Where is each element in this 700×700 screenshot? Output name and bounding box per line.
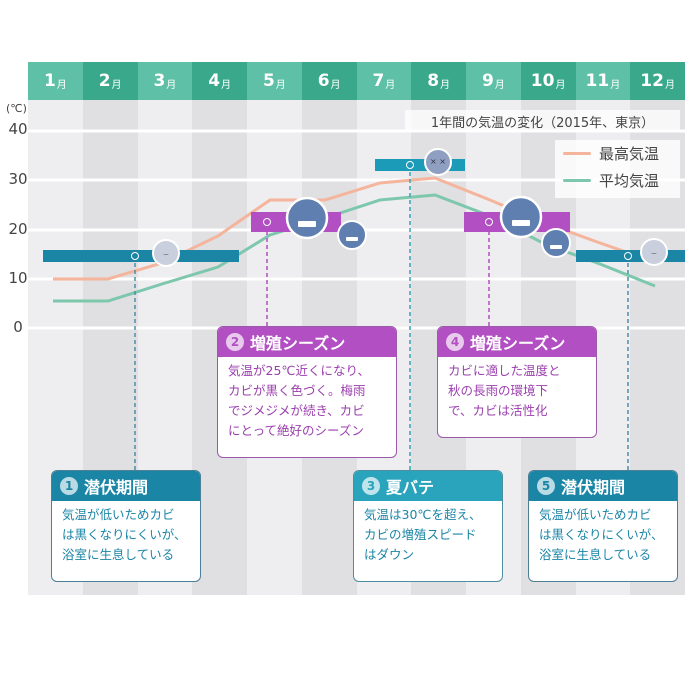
callout-growth-season-2: 2 増殖シーズン 気温が25℃近くになり、 カビが黒く色づく。梅雨 でジメジメが… xyxy=(217,326,397,458)
month-suffix: 月 xyxy=(330,79,341,91)
virus-angry-large-icon xyxy=(499,195,543,239)
month-suffix: 月 xyxy=(385,79,396,91)
callout-header: 3 夏バテ xyxy=(354,471,502,501)
month-number: 3 xyxy=(153,71,166,91)
bar-marker xyxy=(131,252,139,260)
month-suffix: 月 xyxy=(221,79,232,91)
month-suffix: 月 xyxy=(610,79,621,91)
callout-header: 1 潜伏期間 xyxy=(52,471,200,501)
month-number: 12 xyxy=(640,71,664,91)
virus-angry-large-icon xyxy=(285,196,329,240)
month-suffix: 月 xyxy=(166,79,177,91)
month-number: 6 xyxy=(317,71,330,91)
month-number: 7 xyxy=(372,71,385,91)
legend: 最高気温 平均気温 xyxy=(555,140,680,198)
callout-number: 1 xyxy=(60,477,78,495)
virus-angry-small-icon xyxy=(337,220,367,250)
legend-swatch-max xyxy=(563,152,591,155)
callout-title: 夏バテ xyxy=(386,478,435,497)
legend-item-avg: 平均気温 xyxy=(555,167,680,194)
callout-title: 増殖シーズン xyxy=(250,334,346,353)
bar-marker xyxy=(406,161,414,169)
month-number: 1 xyxy=(43,71,56,91)
month-number: 11 xyxy=(585,71,610,91)
month-suffix: 月 xyxy=(555,79,566,91)
callout-body: カビに適した温度と 秋の長雨の環境下 で、カビは活性化 xyxy=(448,363,561,418)
y-tick-40: 40 xyxy=(8,120,28,138)
callout-latent-period-5: 5 潜伏期間 気温が低いためカビ は黒くなりにくいが、 浴室に生息している xyxy=(528,470,678,582)
y-tick-20: 20 xyxy=(8,220,28,238)
callout-header: 4 増殖シーズン xyxy=(438,327,596,357)
month-number: 5 xyxy=(262,71,275,91)
virus-angry-small-icon xyxy=(541,228,571,258)
callout-body: 気温が低いためカビ は黒くなりにくいが、 浴室に生息している xyxy=(539,507,664,562)
callout-title: 潜伏期間 xyxy=(84,478,149,497)
bar-marker xyxy=(263,218,271,226)
callout-number: 4 xyxy=(446,333,464,351)
svg-text:× ×: × × xyxy=(430,157,446,166)
callout-title: 増殖シーズン xyxy=(470,334,566,353)
month-number: 2 xyxy=(98,71,111,91)
period-bar-latent-1 xyxy=(43,250,239,262)
month-suffix: 月 xyxy=(440,79,451,91)
callout-body: 気温は30℃を超え、 カビの増殖スピード はダウン xyxy=(364,507,482,562)
month-suffix: 月 xyxy=(111,79,122,91)
month-suffix: 月 xyxy=(494,79,505,91)
legend-item-max: 最高気温 xyxy=(555,140,680,167)
callout-body: 気温が25℃近くになり、 カビが黒く色づく。梅雨 でジメジメが続き、カビ にとっ… xyxy=(228,363,370,438)
month-number: 9 xyxy=(481,71,494,91)
month-suffix: 月 xyxy=(56,79,67,91)
callout-number: 5 xyxy=(537,477,555,495)
y-tick-10: 10 xyxy=(8,269,28,287)
callout-latent-period-1: 1 潜伏期間 気温が低いためカビ は黒くなりにくいが、 浴室に生息している xyxy=(51,470,201,582)
callout-number: 3 xyxy=(362,477,380,495)
callout-body: 気温が低いためカビ は黒くなりにくいが、 浴室に生息している xyxy=(62,507,187,562)
legend-swatch-avg xyxy=(563,179,591,182)
chart-title: 1年間の気温の変化（2015年、東京） xyxy=(405,110,680,132)
y-tick-30: 30 xyxy=(8,170,28,188)
month-suffix: 月 xyxy=(664,79,675,91)
callout-number: 2 xyxy=(226,333,244,351)
month-number: 4 xyxy=(208,71,221,91)
callout-summer-fatigue-3: 3 夏バテ 気温は30℃を超え、 カビの増殖スピード はダウン xyxy=(353,470,503,582)
month-number: 10 xyxy=(530,71,555,91)
callout-header: 5 潜伏期間 xyxy=(529,471,677,501)
legend-label-max: 最高気温 xyxy=(599,145,660,163)
bar-marker xyxy=(624,252,632,260)
callout-growth-season-4: 4 増殖シーズン カビに適した温度と 秋の長雨の環境下 で、カビは活性化 xyxy=(437,326,597,438)
month-suffix: 月 xyxy=(275,79,286,91)
legend-label-avg: 平均気温 xyxy=(599,172,660,190)
month-number: 8 xyxy=(427,71,440,91)
callout-header: 2 増殖シーズン xyxy=(218,327,396,357)
bar-marker xyxy=(485,218,493,226)
svg-text:⌣: ⌣ xyxy=(651,249,657,259)
dashed-connectors xyxy=(134,165,629,470)
virus-sad-icon: ⌣ xyxy=(640,238,668,266)
virus-sad-icon: ⌣ xyxy=(152,239,180,267)
callout-title: 潜伏期間 xyxy=(561,478,626,497)
y-tick-0: 0 xyxy=(13,318,23,336)
svg-text:⌣: ⌣ xyxy=(163,250,169,260)
virus-dizzy-icon: × × xyxy=(424,148,452,176)
y-axis-unit: (℃) xyxy=(6,102,27,115)
